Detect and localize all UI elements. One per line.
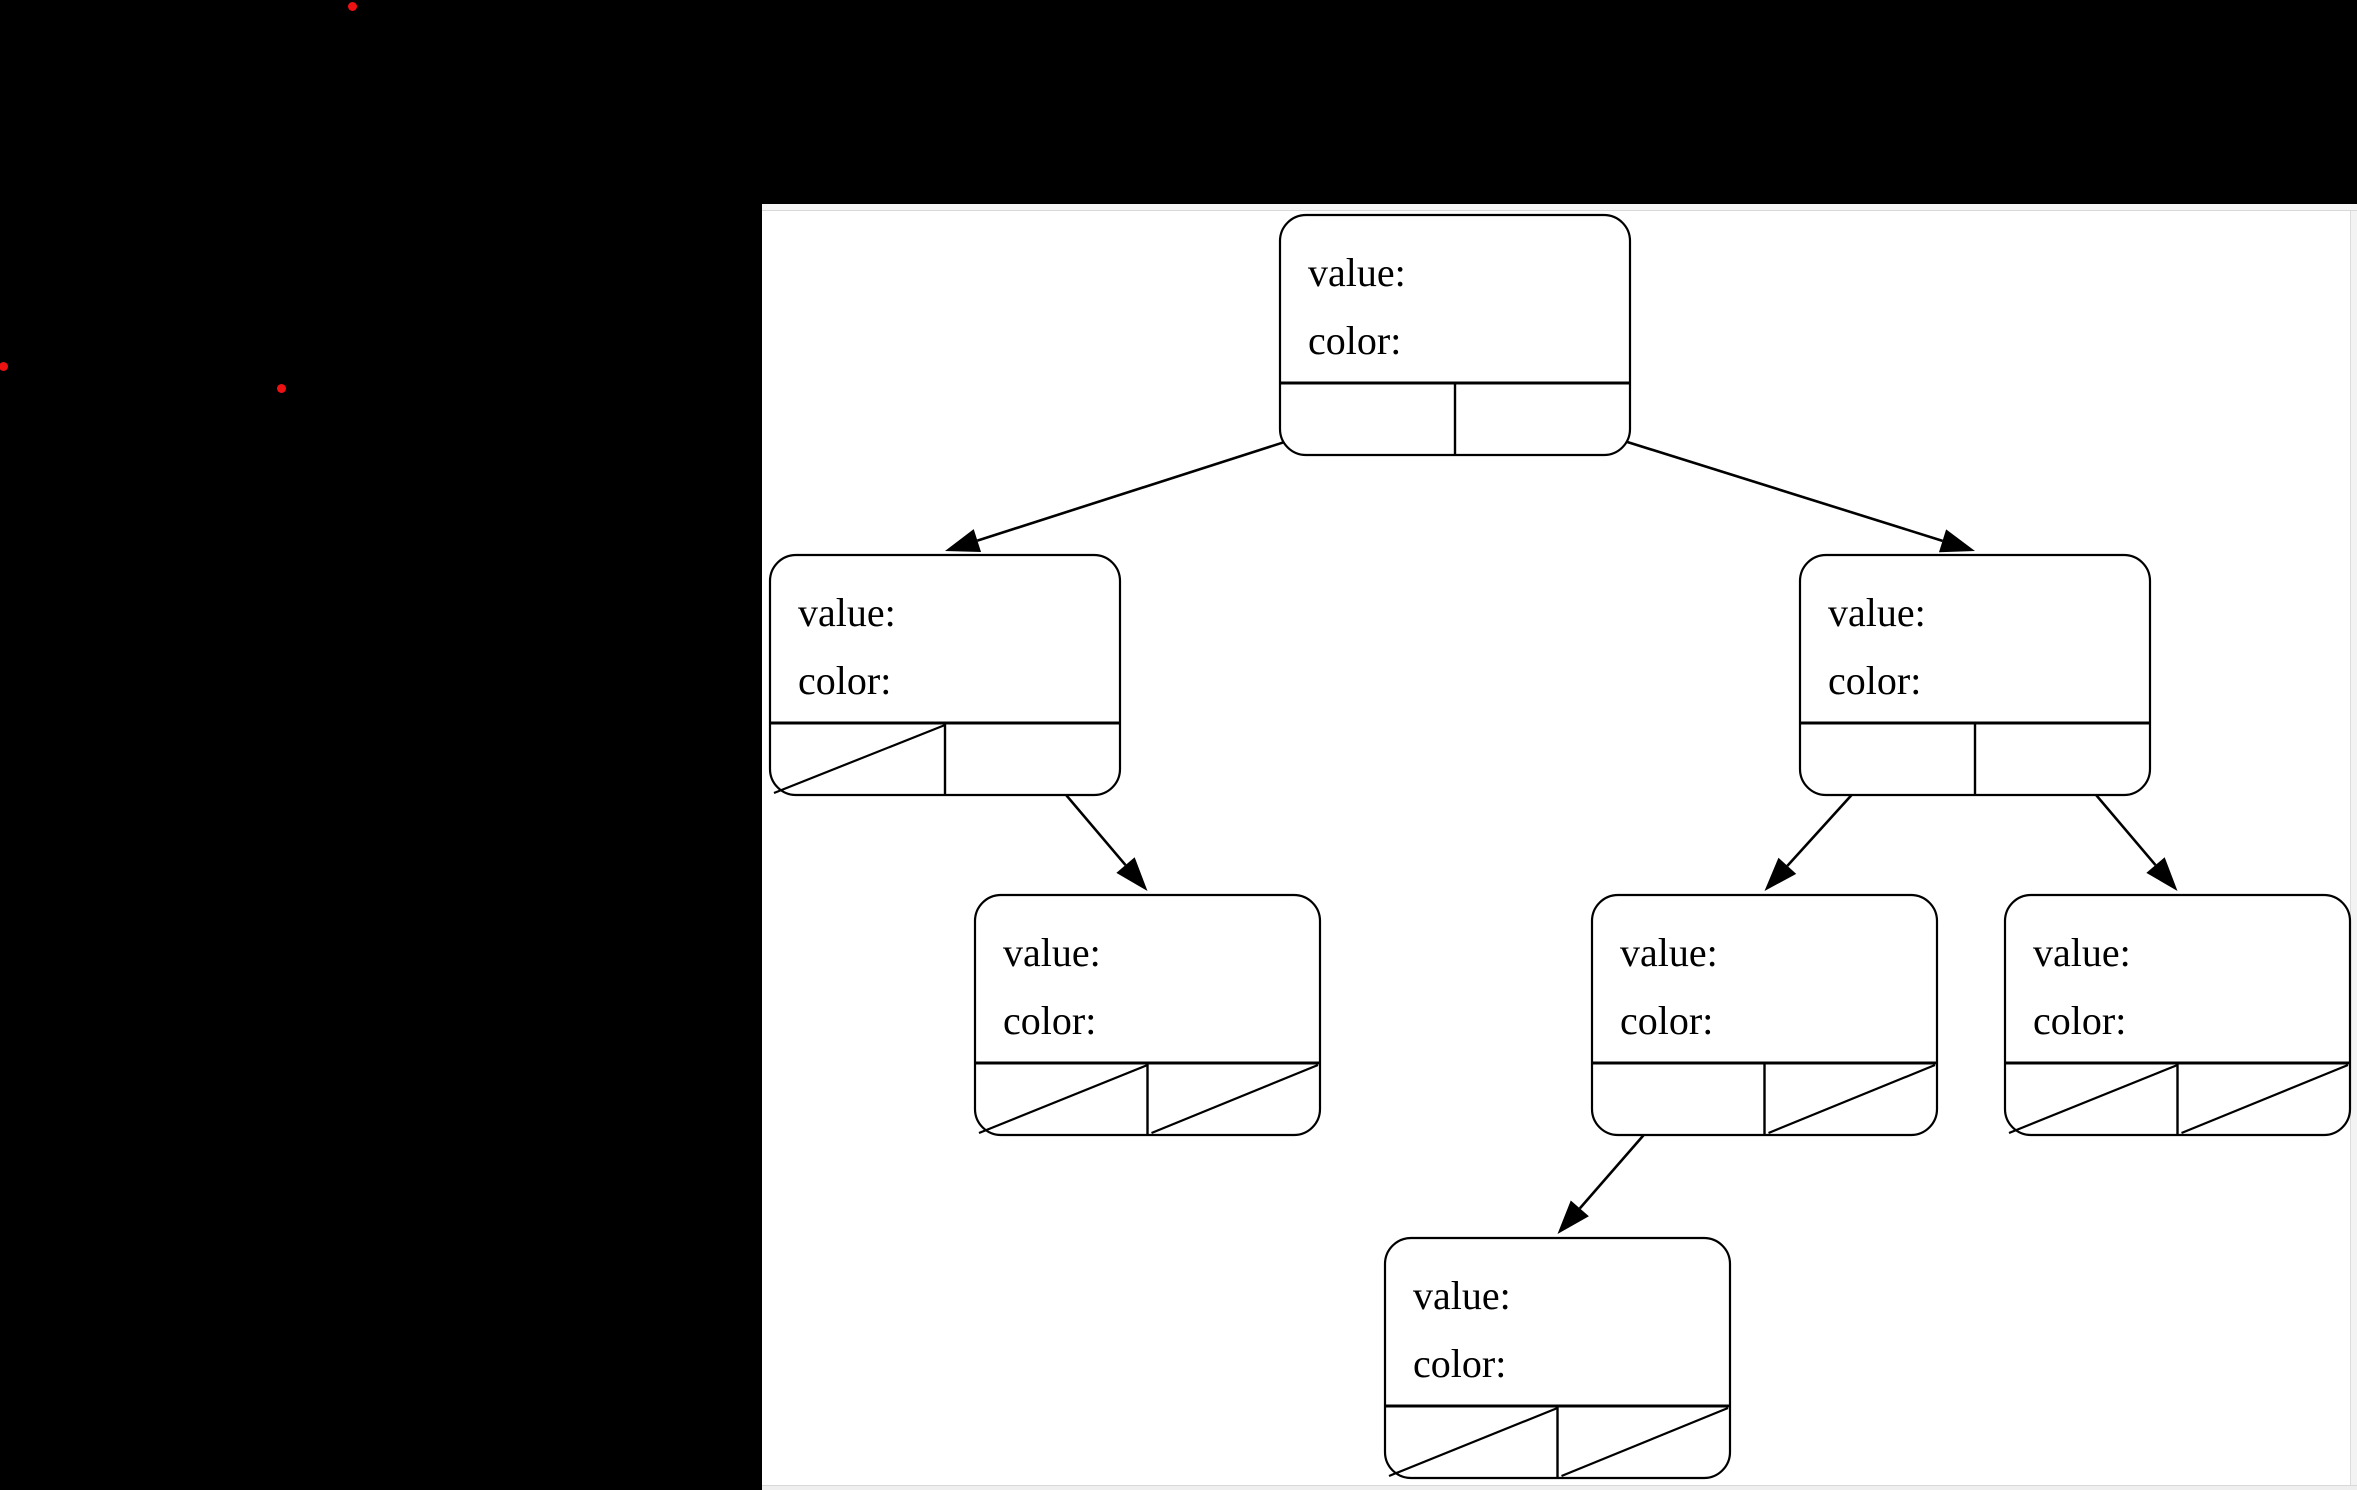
node-color-label: color: (2033, 998, 2126, 1043)
null-pointer-slash-right (1561, 1406, 1729, 1478)
node-value-label: value: (1413, 1273, 1511, 1318)
tree-node-right[interactable]: value: color: (1798, 553, 2152, 797)
binary-tree-diagram: value:color:value:color:value:color:valu… (768, 213, 2352, 1480)
null-pointer-slash-right (1151, 1063, 1319, 1135)
node-value-label: value: (1308, 250, 1406, 295)
nodes-layer: value:color:value:color:value:color:valu… (768, 213, 2352, 1480)
node-value-label: value: (1003, 930, 1101, 975)
null-pointer-slash-right (1768, 1063, 1936, 1135)
diagram-viewport[interactable]: value:color:value:color:value:color:valu… (762, 204, 2357, 1490)
edge-arrowhead (1764, 857, 1797, 891)
marker-dot-left (0, 362, 8, 371)
panel-bottom-edge (762, 1485, 2357, 1490)
edge-arrowhead (945, 529, 982, 553)
vertical-scrollbar[interactable] (2350, 211, 2357, 1485)
null-pointer-slash-left (978, 1063, 1148, 1135)
edge-arrowhead (1938, 529, 1975, 553)
edge-arrowhead (1116, 857, 1148, 891)
null-pointer-slash-right (2181, 1063, 2349, 1135)
node-value-label: value: (798, 590, 896, 635)
node-value-label: value: (2033, 930, 2131, 975)
node-value-label: value: (1828, 590, 1926, 635)
tree-node-root[interactable]: value: color: (1278, 213, 1632, 457)
edge-arrowhead (2146, 857, 2178, 891)
node-color-label: color: (1828, 658, 1921, 703)
null-pointer-slash-left (1388, 1406, 1558, 1478)
tree-node-deep[interactable]: value: color: (1383, 1236, 1732, 1480)
node-color-label: color: (1413, 1341, 1506, 1386)
edge-arrowhead (1557, 1200, 1589, 1234)
panel-top-edge (762, 204, 2357, 211)
null-pointer-slash-left (773, 723, 946, 795)
null-pointer-slash-left (2008, 1063, 2178, 1135)
node-color-label: color: (1620, 998, 1713, 1043)
marker-dot-middle (277, 384, 286, 393)
node-color-label: color: (1003, 998, 1096, 1043)
node-color-label: color: (1308, 318, 1401, 363)
node-color-label: color: (798, 658, 891, 703)
node-value-label: value: (1620, 930, 1718, 975)
marker-dot-top (348, 2, 357, 11)
tree-node-left-right[interactable]: value: color: (973, 893, 1322, 1137)
tree-node-left[interactable]: value: color: (768, 553, 1122, 797)
tree-node-right-left[interactable]: value: color: (1590, 893, 1939, 1137)
tree-node-right-right[interactable]: value: color: (2003, 893, 2352, 1137)
